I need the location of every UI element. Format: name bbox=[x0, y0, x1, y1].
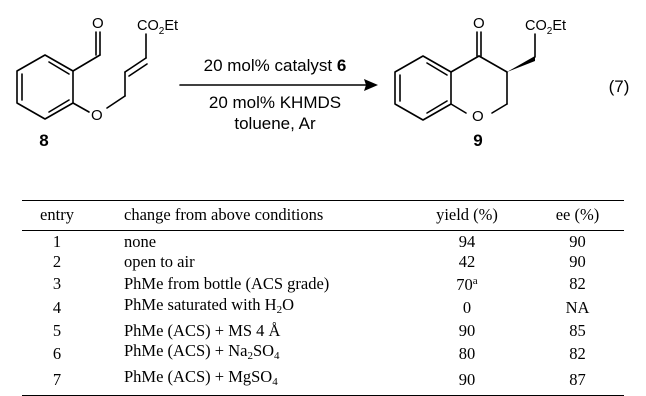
cell-yield: 90 bbox=[458, 321, 476, 340]
cell-yield: 0 bbox=[462, 298, 472, 317]
substrate-number: 8 bbox=[39, 131, 48, 150]
table-header-row: entry change from above conditions yield… bbox=[22, 200, 624, 231]
cell-yield: 80 bbox=[458, 344, 476, 363]
table-row: 2 open to air 42 90 bbox=[22, 251, 624, 271]
table-body: 1 none 94 90 2 open to air 42 90 3 PhMe from bott… bbox=[22, 231, 624, 396]
cell-entry: 5 bbox=[52, 321, 62, 340]
product-ester-label: CO2Et bbox=[525, 18, 566, 37]
cell-change: none bbox=[124, 232, 157, 251]
reagent-base-line: 20 mol% KHMDS bbox=[209, 93, 341, 112]
cell-ee: 82 bbox=[569, 344, 586, 363]
results-table-container: entry change from above conditions yield… bbox=[0, 200, 646, 396]
cell-ee: 85 bbox=[569, 321, 586, 340]
table-row: 3 PhMe from bottle (ACS grade) 70a 82 bbox=[22, 271, 624, 295]
cell-entry: 3 bbox=[52, 273, 62, 293]
equation-number: (7) bbox=[609, 77, 630, 96]
cell-change: PhMe (ACS) + MS 4 Å bbox=[124, 321, 281, 340]
cell-ee: NA bbox=[565, 298, 590, 317]
cell-entry: 7 bbox=[22, 366, 92, 396]
cell-yield: 70a bbox=[456, 275, 478, 294]
substrate-structure bbox=[16, 31, 148, 120]
header-entry: entry bbox=[22, 200, 92, 231]
footnote-marker: a bbox=[472, 275, 478, 287]
table-row: 6 PhMe (ACS) + Na2SO4 80 82 bbox=[22, 340, 624, 366]
cell-change: PhMe saturated with H2O bbox=[124, 295, 295, 316]
product-number: 9 bbox=[473, 131, 482, 150]
cell-change: open to air bbox=[124, 252, 195, 271]
cell-entry: 6 bbox=[52, 344, 62, 363]
cell-ee: 82 bbox=[569, 273, 586, 293]
cell-yield: 94 bbox=[458, 232, 476, 251]
cell-yield: 42 bbox=[458, 252, 476, 271]
cell-change: PhMe (ACS) + MgSO4 bbox=[92, 366, 403, 396]
header-ee: ee (%) bbox=[531, 200, 624, 231]
reagent-solvent-line: toluene, Ar bbox=[234, 114, 316, 133]
cell-change: PhMe (ACS) + Na2SO4 bbox=[124, 341, 280, 362]
cell-ee: 90 bbox=[569, 252, 586, 271]
results-table: entry change from above conditions yield… bbox=[22, 200, 624, 396]
ether-oxygen-label: O bbox=[91, 107, 103, 124]
table-row: 5 PhMe (ACS) + MS 4 Å 90 85 bbox=[22, 320, 624, 340]
cell-change: PhMe from bottle (ACS grade) bbox=[124, 273, 330, 293]
header-change: change from above conditions bbox=[92, 200, 403, 231]
cell-entry: 2 bbox=[52, 252, 62, 271]
cell-entry: 4 bbox=[52, 298, 62, 317]
table-row: 1 none 94 90 bbox=[22, 231, 624, 252]
ketone-oxygen-label: O bbox=[473, 15, 485, 32]
ring-oxygen-label: O bbox=[472, 108, 484, 125]
header-yield: yield (%) bbox=[403, 200, 531, 231]
substrate-ester-label: CO2Et bbox=[137, 18, 178, 37]
cell-ee: 87 bbox=[531, 366, 624, 396]
aldehyde-oxygen-label: O bbox=[92, 15, 104, 32]
reagent-catalyst-line: 20 mol% catalyst 6 bbox=[204, 56, 347, 75]
table-row: 4 PhMe saturated with H2O 0 NA bbox=[22, 294, 624, 320]
cell-yield: 90 bbox=[403, 366, 531, 396]
cell-ee: 90 bbox=[569, 232, 586, 251]
product-structure bbox=[394, 31, 536, 121]
cell-entry: 1 bbox=[52, 232, 62, 251]
reaction-scheme: O O O O CO2Et CO2Et 20 mol% catalyst 6 2… bbox=[16, 15, 630, 150]
